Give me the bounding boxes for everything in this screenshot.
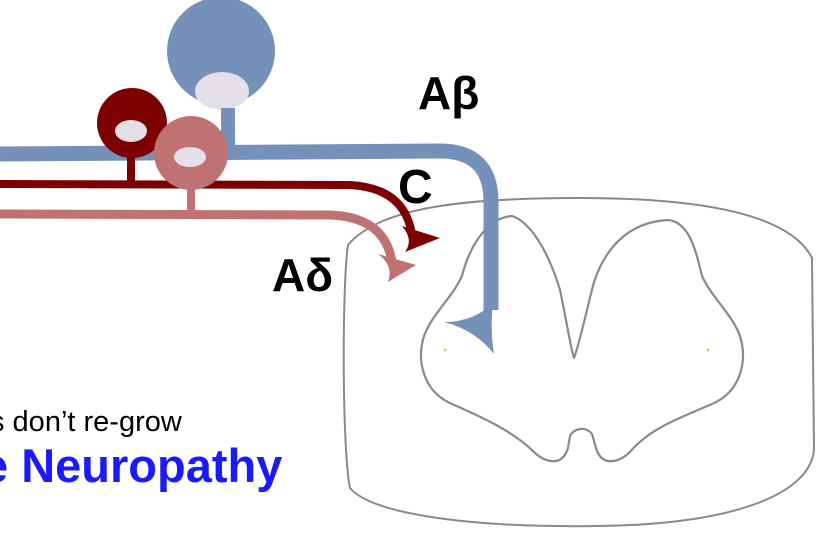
adelta-terminal-arrow xyxy=(378,254,416,282)
adelta-axon xyxy=(0,214,392,262)
c-axon xyxy=(0,184,412,235)
c-nucleus xyxy=(115,120,147,142)
adelta-fiber xyxy=(0,116,416,282)
grey-matter-outline xyxy=(421,216,743,461)
abeta-label: Aβ xyxy=(418,70,479,116)
caption-neuropathy: e Neuropathy xyxy=(0,438,282,493)
c-terminal-arrow xyxy=(402,226,440,252)
adelta-label: Aδ xyxy=(272,252,333,298)
c-fiber-label: C xyxy=(398,164,433,212)
abeta-nucleus xyxy=(195,72,249,110)
dot-right xyxy=(707,349,710,352)
dot-left xyxy=(444,349,447,352)
caption-regrow: s don’t re-grow xyxy=(0,406,182,439)
abeta-terminal-arrow xyxy=(444,302,494,354)
adelta-nucleus xyxy=(174,147,206,167)
